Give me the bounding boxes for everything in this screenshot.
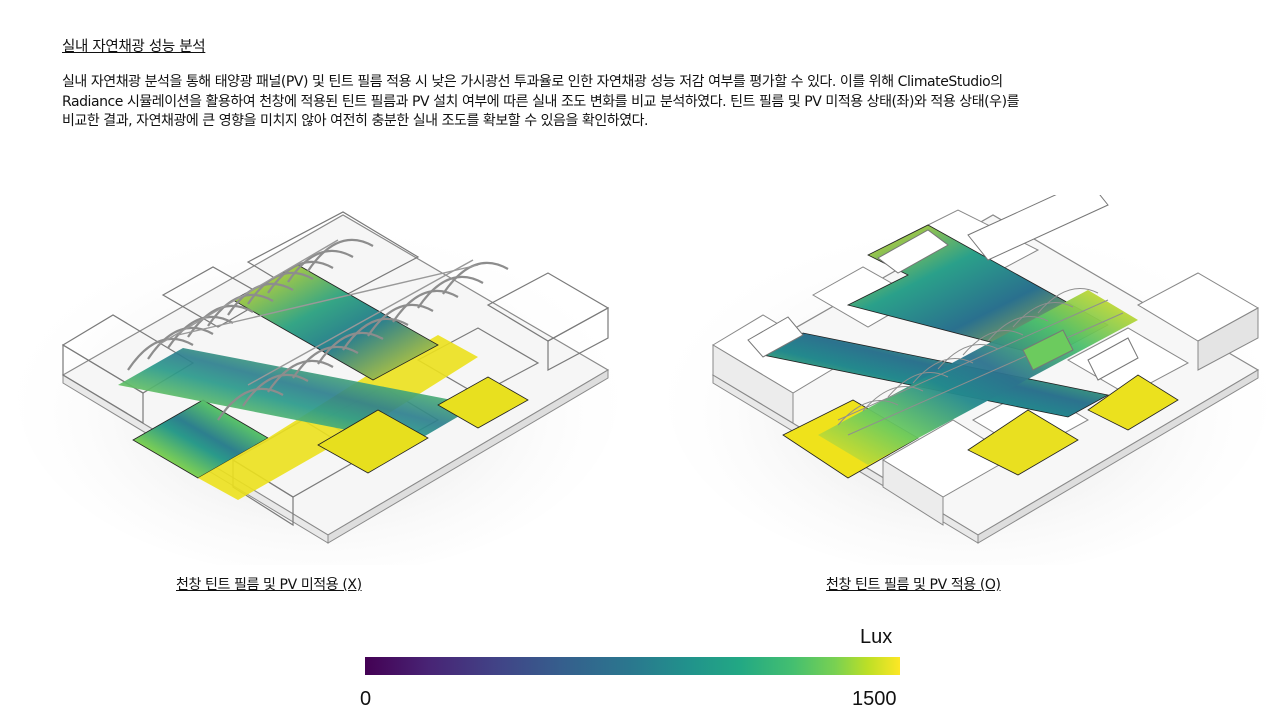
caption-with-pv: 천창 틴트 필름 및 PV 적용 (O) (826, 577, 1001, 593)
paragraph-line: Radiance 시뮬레이션을 활용하여 천창에 적용된 틴트 필름과 PV 설… (62, 93, 1020, 110)
legend-min-label: 0 (360, 688, 372, 710)
illuminance-colorbar (365, 657, 900, 675)
caption-without-pv: 천창 틴트 필름 및 PV 미적용 (X) (176, 577, 362, 593)
render-with-pv (668, 179, 1268, 575)
paragraph-line: 실내 자연채광 분석을 통해 태양광 패널(PV) 및 틴트 필름 적용 시 낮… (62, 74, 1003, 90)
paragraph-line: 비교한 결과, 자연채광에 큰 영향을 미치지 않아 여전히 충분한 실내 조도… (62, 113, 649, 129)
isometric-building-render (668, 179, 1268, 575)
legend-max-label: 1500 (852, 688, 897, 710)
legend-unit-label: Lux (860, 626, 893, 648)
render-without-pv (18, 195, 618, 575)
section-title: 실내 자연채광 성능 분석 (62, 39, 206, 55)
description-paragraph: 실내 자연채광 분석을 통해 태양광 패널(PV) 및 틴트 필름 적용 시 낮… (62, 73, 1242, 132)
isometric-building-render (18, 211, 618, 575)
